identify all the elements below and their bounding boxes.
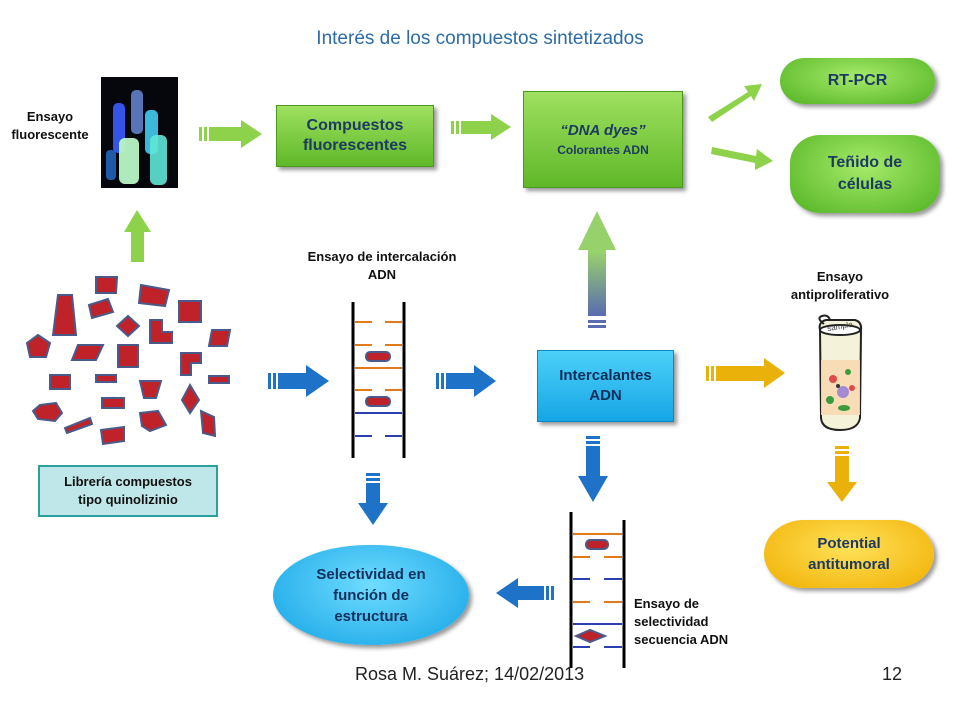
dna-dyes-title: “DNA dyes” xyxy=(560,122,646,139)
compound-library-shapes xyxy=(25,276,232,446)
arrow-selectivity-assay-to-selectividad xyxy=(496,578,554,608)
arrow-intercalantes-to-selectivity-assay xyxy=(578,436,608,502)
cell-staining-box: Teñido de células xyxy=(790,135,940,213)
arrow-intercalation-to-intercalantes xyxy=(436,365,496,397)
cell-staining-text: Teñido de células xyxy=(827,154,903,193)
intercalators-text: Intercalantes ADN xyxy=(559,367,652,404)
potential-antitumoral-text: Potential antitumoral xyxy=(808,535,890,573)
intercalation-assay-label: Ensayo de intercalación ADN xyxy=(307,249,457,282)
fluorescent-tubes-photo xyxy=(101,77,178,188)
selectivity-structure-text: Selectividad en función de estructura xyxy=(316,565,426,625)
arrow-fluor-to-compuestos xyxy=(199,120,262,148)
selectivity-assay-label: Ensayo de selectividad secuencia ADN xyxy=(634,596,729,647)
intercalation-dna-ladder xyxy=(351,302,406,458)
selectivity-dna-ladder xyxy=(569,512,626,668)
arrow-intercalantes-to-dnadyes xyxy=(578,211,616,328)
dna-dyes-box: “DNA dyes” Colorantes ADN xyxy=(523,91,683,188)
compound-library-text: Librería compuestos tipo quinolizinio xyxy=(64,474,192,507)
arrow-intercalation-to-selectividad xyxy=(358,473,388,525)
rt-pcr-text: RT-PCR xyxy=(827,72,888,89)
fluorescent-compounds-text: Compuestos fluorescentes xyxy=(302,117,408,154)
page-title: Interés de los compuestos sintetizados xyxy=(316,28,644,49)
intercalators-box: Intercalantes ADN xyxy=(537,350,674,422)
arrow-intercalantes-to-antiprolif xyxy=(706,358,785,388)
arrow-compuestos-to-dnadyes xyxy=(451,114,511,140)
rt-pcr-box: RT-PCR xyxy=(780,58,935,104)
arrow-library-to-fluor xyxy=(124,210,151,262)
antiproliferative-assay-label: Ensayo antiproliferativo xyxy=(790,269,890,302)
arrow-library-to-intercalation xyxy=(268,365,329,397)
fluorescent-assay-label: Ensayo fluorescente xyxy=(11,109,89,142)
arrow-dnadyes-to-rtpcr xyxy=(708,84,762,122)
sample-tube-icon xyxy=(818,314,863,432)
fluorescent-compounds-box: Compuestos fluorescentes xyxy=(276,105,434,167)
dna-dyes-subtitle: Colorantes ADN xyxy=(557,143,649,157)
potential-antitumoral-box: Potential antitumoral xyxy=(764,520,934,588)
compound-library-box: Librería compuestos tipo quinolizinio xyxy=(38,465,218,517)
arrow-antiprolif-to-potential xyxy=(827,446,857,502)
arrow-dnadyes-to-tenido xyxy=(711,147,773,170)
page-number: 12 xyxy=(882,664,903,684)
selectivity-structure-box: Selectividad en función de estructura xyxy=(273,545,469,645)
footer-author-date: Rosa M. Suárez; 14/02/2013 xyxy=(355,664,585,684)
